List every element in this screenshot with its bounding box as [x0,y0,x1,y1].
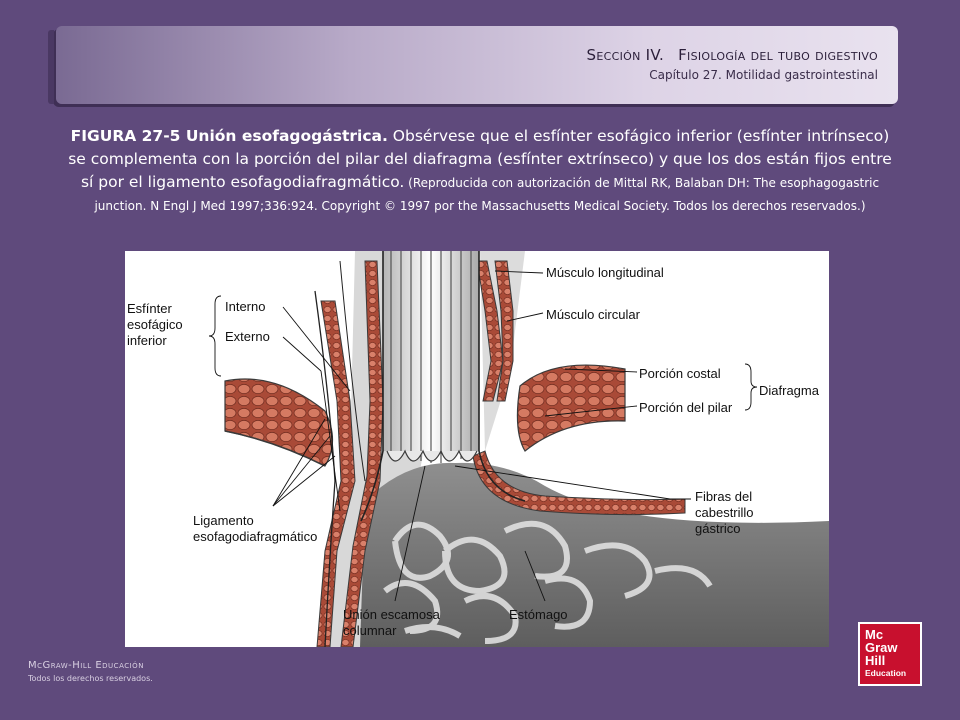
esophagogastric-junction-illustration: Esfínter esofágico inferior Interno Exte… [127,251,829,647]
figure-caption: FIGURA 27-5 Unión esofagogástrica. Obsér… [60,125,900,217]
logo-line-4: Education [865,668,907,678]
label-diaphragm: Diafragma [759,383,819,398]
header-band: Sección IV. Fisiología del tubo digestivo… [48,26,898,104]
rights-notice: Todos los derechos reservados. [28,674,153,683]
label-longitudinal-muscle: Músculo longitudinal [546,265,664,280]
logo-line-3: Hill [865,653,886,668]
label-gastric-sling-fibers: Fibras del cabestrillo gástrico [695,489,754,536]
label-phrenoesophageal-ligament: Ligamento esofagodiafragmático [193,513,318,544]
section-label: Sección IV. [586,46,665,64]
logo-line-2: Graw [865,640,898,655]
anatomy-figure: Esfínter esofágico inferior Interno Exte… [125,251,829,647]
label-costal-portion: Porción costal [639,366,721,381]
logo-line-1: Mc [865,627,884,642]
label-lower-esophageal-sphincter: Esfínter esofágico inferior [127,301,183,348]
label-internal: Interno [225,299,266,314]
section-heading: Sección IV. Fisiología del tubo digestivo… [587,46,878,82]
caption-body: Obsérvese que el esfínter esofágico infe… [68,127,892,191]
label-squamocolumnar-junction: Unión escamosa columnar [343,607,440,638]
publisher-name: McGraw-Hill Educación [28,660,144,671]
label-crural-portion: Porción del pilar [639,400,733,415]
section-title: Fisiología del tubo digestivo [678,46,878,64]
caption-credit: (Reproducida con autorización de Mittal … [94,176,880,213]
chapter-subtitle: Capítulo 27. Motilidad gastrointestinal [649,68,878,82]
caption-lead: FIGURA 27-5 Unión esofagogástrica. [70,127,388,145]
mcgraw-hill-logo: Mc Graw Hill Education [858,622,922,686]
label-circular-muscle: Músculo circular [546,307,640,322]
publisher-footer: McGraw-Hill Educación Todos los derechos… [28,660,153,683]
label-external: Externo [225,329,270,344]
label-stomach: Estómago [509,607,568,622]
